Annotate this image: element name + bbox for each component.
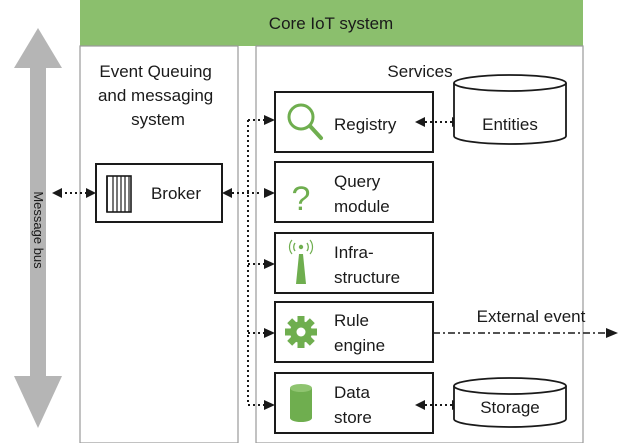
external-event-label: External event: [477, 307, 586, 326]
service-data-store: Data store: [274, 372, 434, 434]
infrastructure-label-line-2: structure: [334, 268, 400, 287]
infrastructure-label: Infra- structure: [334, 243, 400, 287]
registry-label: Registry: [334, 115, 397, 134]
data-store-label-line-2: store: [334, 408, 372, 427]
bus-broker-connector: [52, 188, 96, 198]
database-cylinder-icon: [290, 384, 312, 422]
event-queuing-heading-line-1: Event Queuing: [99, 62, 211, 81]
event-queuing-heading: Event Queuing and messaging system: [98, 62, 218, 129]
service-query-module: ? Query module: [274, 161, 434, 223]
message-bus-label: Message bus: [31, 191, 46, 269]
core-system-header-bar: [80, 0, 583, 46]
queue-icon: [106, 175, 132, 213]
question-mark-icon: ?: [292, 180, 311, 218]
query-module-label-line-2: module: [334, 197, 390, 216]
query-module-label: Query module: [334, 172, 390, 216]
event-queuing-heading-line-2: and messaging: [98, 86, 213, 105]
service-rule-engine: Rule engine: [274, 301, 434, 363]
magnifier-icon: [287, 103, 323, 140]
services-column-panel: [255, 45, 584, 443]
event-queuing-column-panel: [79, 45, 239, 443]
message-bus-arrow: [14, 28, 62, 428]
services-heading: Services: [387, 62, 452, 81]
service-registry: Registry: [274, 91, 434, 153]
registry-box: [274, 91, 434, 153]
data-store-label-line-1: Data: [334, 383, 370, 402]
service-infrastructure: Infra- structure: [274, 232, 434, 294]
antenna-tower-icon: [288, 239, 314, 284]
entities-store: Entities: [453, 74, 567, 145]
infrastructure-label-line-1: Infra-: [334, 243, 374, 262]
broker-label: Broker: [151, 184, 201, 203]
gear-icon: [285, 316, 317, 348]
storage-label: Storage: [480, 398, 540, 417]
rule-engine-label-line-2: engine: [334, 336, 385, 355]
core-system-title: Core IoT system: [269, 14, 393, 33]
rule-engine-label: Rule engine: [334, 311, 385, 355]
external-event-connector: [433, 328, 618, 338]
event-queuing-heading-line-3: system: [131, 110, 185, 129]
storage-store: Storage: [453, 377, 567, 428]
rule-engine-label-line-1: Rule: [334, 311, 369, 330]
query-module-label-line-1: Query: [334, 172, 381, 191]
broker-service-connector: [222, 115, 275, 410]
query-module-box: [274, 161, 434, 223]
data-store-label: Data store: [334, 383, 375, 427]
entities-label: Entities: [482, 115, 538, 134]
